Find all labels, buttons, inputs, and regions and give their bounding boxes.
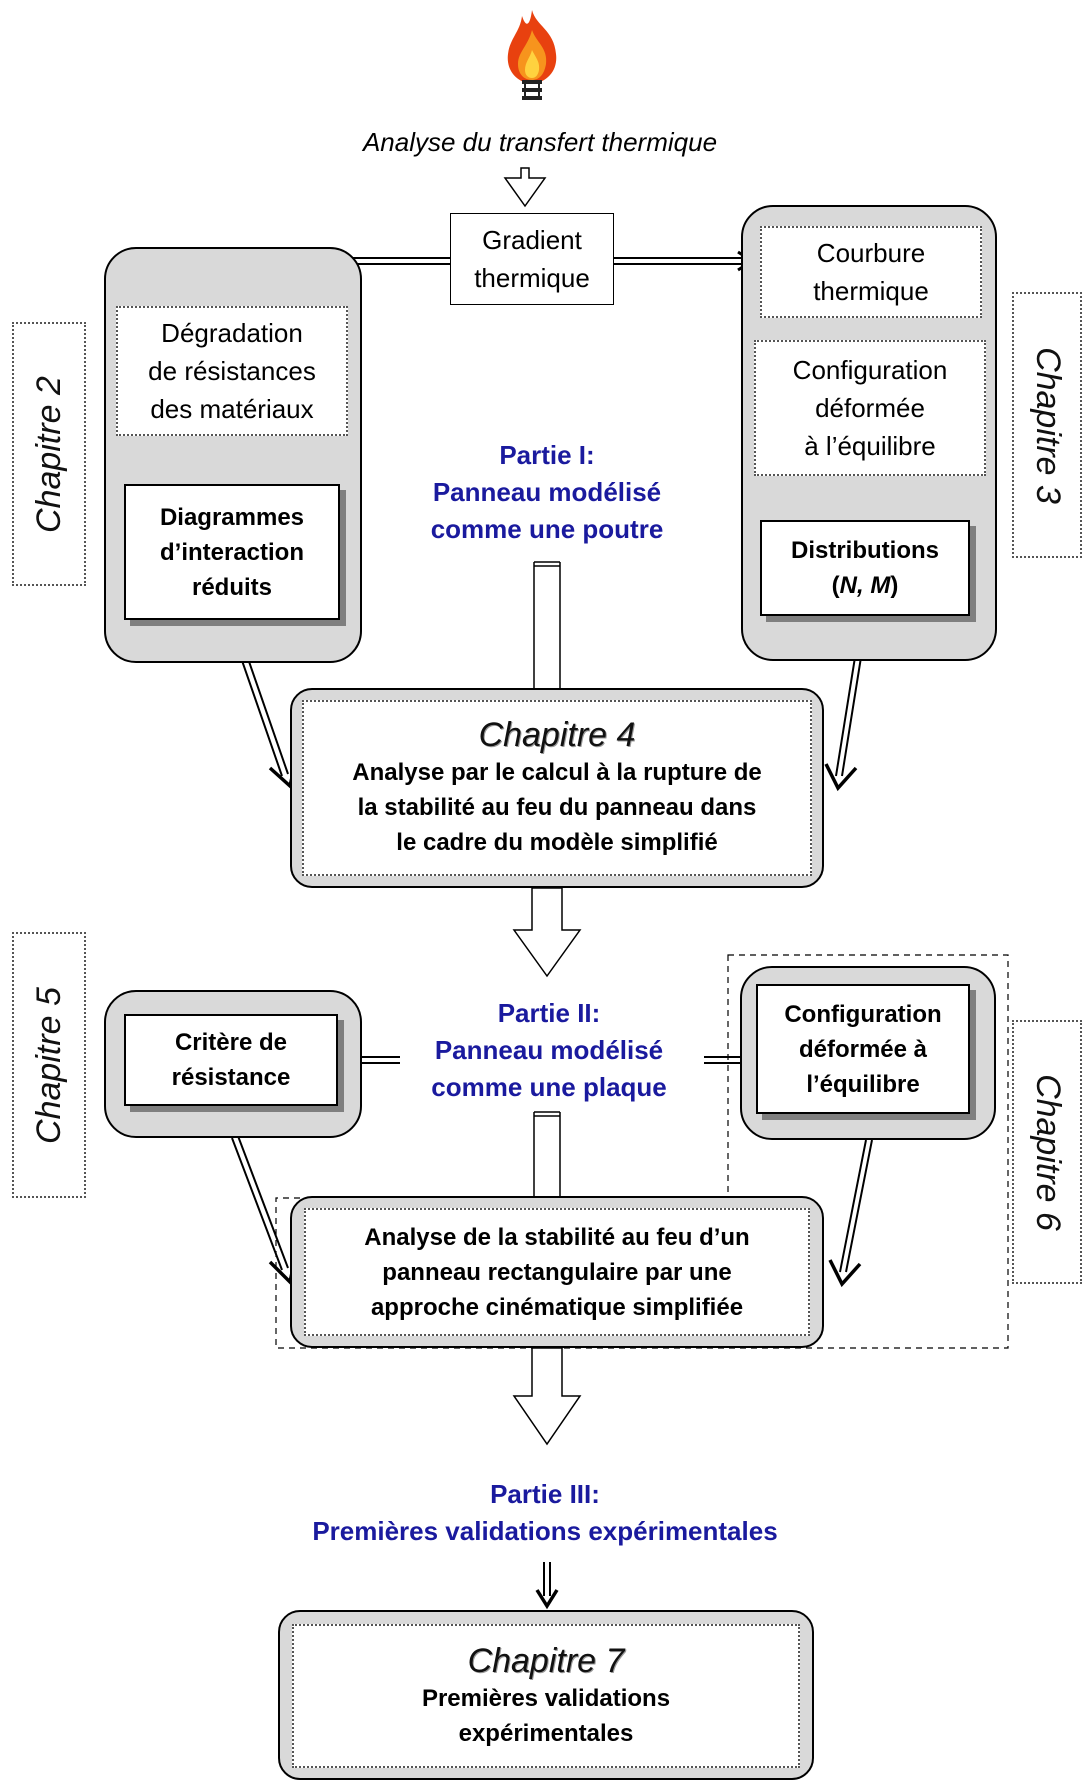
gradient-box: Gradient thermique bbox=[450, 213, 614, 305]
diagrams-line3: réduits bbox=[191, 573, 272, 601]
degradation-box: Dégradation de résistances des matériaux bbox=[116, 306, 348, 436]
plate-analysis-line3: approche cinématique simplifiée bbox=[370, 1293, 744, 1321]
config-plate-line3: l’équilibre bbox=[806, 1070, 920, 1098]
chapter5-label-box bbox=[12, 932, 86, 1198]
courbure-line2: thermique bbox=[813, 276, 929, 306]
part1-line1: Partie I: bbox=[499, 439, 595, 470]
hollow-arrow-top bbox=[503, 167, 547, 208]
part2-line3: comme une plaque bbox=[431, 1071, 667, 1102]
hollow-arrow-bottom bbox=[512, 1347, 582, 1446]
part3-line1: Partie III: bbox=[490, 1479, 600, 1509]
critere-line2: résistance bbox=[171, 1064, 291, 1091]
arrow-config-plate bbox=[839, 1139, 873, 1273]
chapter3-label-box bbox=[1012, 292, 1082, 558]
critere-box: Critère de résistance bbox=[124, 1014, 338, 1106]
diagrams-line1: Diagrammes bbox=[159, 503, 305, 531]
chapter6-label-box bbox=[1012, 1020, 1082, 1284]
chapter6-label: Chapitre 6 bbox=[1012, 1020, 1082, 1284]
gradient-line2: thermique bbox=[474, 263, 590, 293]
arrow-gradient-right bbox=[614, 257, 744, 265]
plate-analysis-box: Analyse de la stabilité au feu d’un pann… bbox=[304, 1208, 810, 1336]
chapter3-text: Chapitre 3 bbox=[1028, 346, 1067, 504]
distributions-open: ( bbox=[831, 572, 840, 599]
part2-line2: Panneau modélisé bbox=[434, 1034, 664, 1065]
gradient-line1: Gradient bbox=[482, 225, 582, 255]
chapter4-line2: la stabilité au feu du panneau dans bbox=[357, 794, 757, 821]
diagrams-line2: d’interaction bbox=[159, 538, 304, 566]
distributions-vars: N, M bbox=[839, 572, 891, 599]
chapter3-label: Chapitre 3 bbox=[1012, 292, 1082, 558]
arrow-critere-plate bbox=[231, 1135, 289, 1271]
degradation-line2: de résistances bbox=[148, 356, 316, 386]
chapter2-text: Chapitre 2 bbox=[29, 375, 68, 533]
chapter2-label: Chapitre 2 bbox=[12, 322, 86, 586]
arrow-part3-chapter7 bbox=[543, 1562, 551, 1596]
heading-text: Analyse du transfert thermique bbox=[362, 127, 718, 157]
plate-analysis-line2: panneau rectangulaire par une bbox=[382, 1258, 732, 1286]
diagrams-box: Diagrammes d’interaction réduits bbox=[124, 484, 340, 620]
distributions-line1: Distributions bbox=[791, 537, 939, 564]
distributions-close: ) bbox=[890, 572, 899, 599]
plate-analysis-line1: Analyse de la stabilité au feu d’un bbox=[364, 1223, 750, 1251]
degradation-line3: des matériaux bbox=[150, 394, 314, 424]
part3-title: Partie III: Premières validations expéri… bbox=[200, 1470, 890, 1556]
part1-title: Partie I: Panneau modélisé comme une pou… bbox=[380, 430, 714, 554]
chapter2-label-box bbox=[12, 322, 86, 586]
courbure-line1: Courbure bbox=[816, 238, 926, 268]
config-plate-box: Configuration déformée à l’équilibre bbox=[756, 984, 970, 1114]
configuration-line1: Configuration bbox=[792, 355, 948, 385]
chapter6-text: Chapitre 6 bbox=[1028, 1073, 1067, 1231]
distributions-line2: (N, M) bbox=[832, 568, 899, 603]
configuration-box: Configuration déformée à l’équilibre bbox=[754, 340, 986, 476]
critere-line1: Critère de bbox=[174, 1029, 288, 1056]
part2-title: Partie II: Panneau modélisé comme une pl… bbox=[396, 988, 702, 1112]
chapter7-title: Chapitre 7 bbox=[467, 1641, 625, 1680]
chapter4-box: Chapitre 4 Analyse par le calcul à la ru… bbox=[302, 700, 812, 876]
heading: Analyse du transfert thermique bbox=[280, 120, 800, 164]
chapter4-line1: Analyse par le calcul à la rupture de bbox=[352, 759, 762, 786]
configuration-line3: à l’équilibre bbox=[804, 431, 936, 461]
part1-line2: Panneau modélisé bbox=[432, 476, 662, 507]
link-part1-chapter4 bbox=[533, 561, 561, 694]
config-plate-line2: déformée à bbox=[798, 1035, 928, 1063]
courbure-box: Courbure thermique bbox=[760, 226, 982, 318]
fire-icon bbox=[496, 8, 568, 120]
chapter7-line2: expérimentales bbox=[458, 1719, 634, 1747]
chapter4-title: Chapitre 4 bbox=[478, 716, 636, 754]
distributions-box: Distributions (N, M) bbox=[760, 520, 970, 616]
chapter4-line3: le cadre du modèle simplifié bbox=[396, 829, 718, 856]
chapter7-line1: Premières validations bbox=[421, 1684, 671, 1712]
degradation-line1: Dégradation bbox=[161, 318, 303, 348]
link-part2-plate bbox=[533, 1111, 561, 1196]
chapter7-box: Chapitre 7 Premières validations expérim… bbox=[292, 1624, 800, 1768]
chapter5-text: Chapitre 5 bbox=[29, 986, 68, 1144]
hollow-arrow-mid bbox=[512, 887, 582, 978]
part2-line1: Partie II: bbox=[497, 997, 601, 1028]
config-plate-line1: Configuration bbox=[784, 1000, 942, 1028]
chapter5-label: Chapitre 5 bbox=[12, 932, 86, 1198]
configuration-line2: déformée bbox=[815, 393, 925, 423]
part1-line3: comme une poutre bbox=[430, 513, 664, 544]
part3-line2: Premières validations expérimentales bbox=[312, 1516, 778, 1546]
